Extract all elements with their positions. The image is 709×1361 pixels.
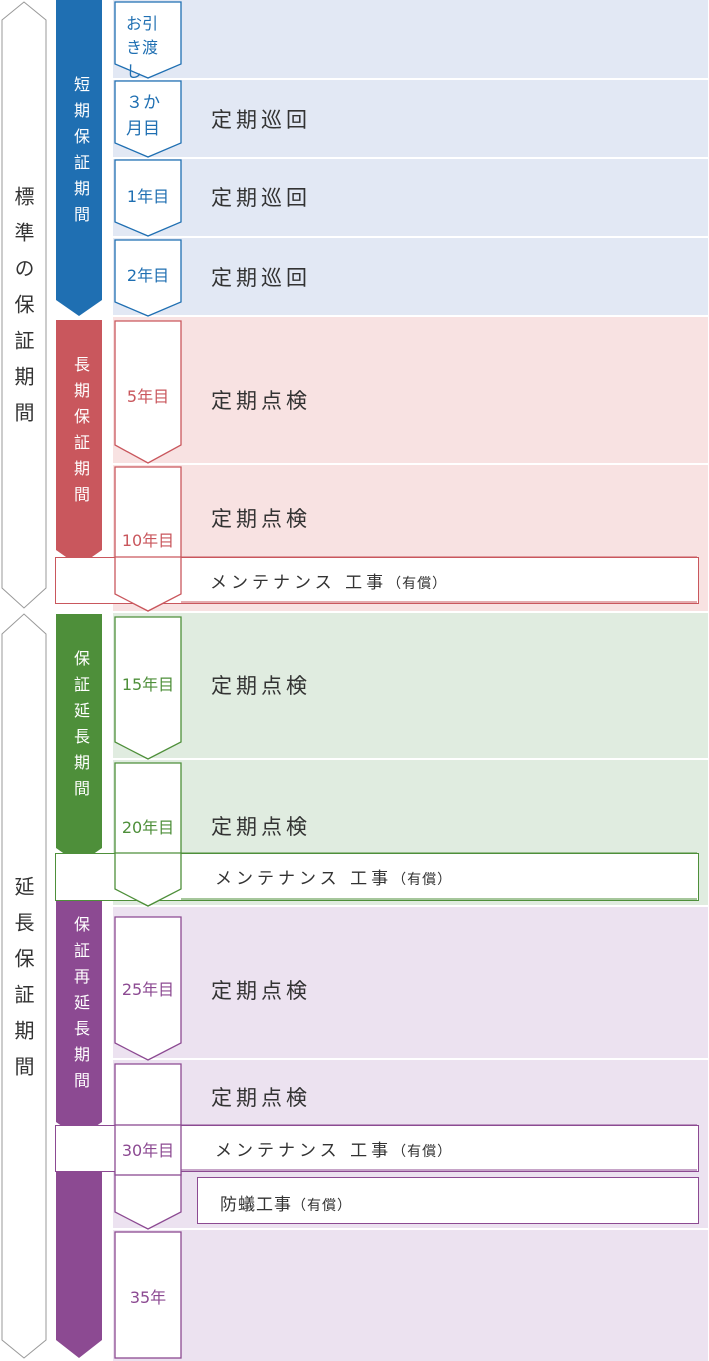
milestone-marker xyxy=(114,239,182,317)
continuation-arrow xyxy=(56,1172,102,1358)
maintenance-text: メンテナンス 工事 xyxy=(215,1141,393,1161)
milestone-1-year: 1年目 xyxy=(126,187,170,206)
maintenance-label-30: メンテナンス 工事（有償） xyxy=(215,1136,452,1161)
row-divider xyxy=(113,1058,708,1060)
termite-box-30 xyxy=(197,1177,699,1224)
paid-note: （有償） xyxy=(392,1144,453,1160)
row-divider xyxy=(113,905,708,907)
paid-note: （有償） xyxy=(292,1198,352,1214)
maintenance-label-20: メンテナンス 工事（有償） xyxy=(215,864,452,889)
milestone-marker xyxy=(114,1,182,79)
re-extension-period-arrow xyxy=(56,900,102,1138)
task-inspection-5y: 定期点検 xyxy=(211,389,311,413)
milestone-5-year: 5年目 xyxy=(126,387,170,406)
milestone-handover: お引き渡し xyxy=(126,14,159,81)
milestone-overlay-10 xyxy=(114,556,182,612)
row-divider xyxy=(113,463,708,465)
paid-note: （有償） xyxy=(392,872,453,888)
task-patrol-3m: 定期巡回 xyxy=(211,108,311,132)
extended-period-bracket xyxy=(1,613,47,1359)
paid-note: （有償） xyxy=(387,576,448,592)
row-divider xyxy=(113,758,708,760)
milestone-marker xyxy=(114,159,182,237)
milestone-overlay-30 xyxy=(114,1124,182,1176)
milestone-3-months: ３か月目 xyxy=(126,93,160,139)
task-patrol-1y: 定期巡回 xyxy=(211,186,311,210)
task-patrol-2y: 定期巡回 xyxy=(211,266,311,290)
maintenance-text: メンテナンス 工事 xyxy=(215,869,393,889)
long-period-label: 長期保証期間 xyxy=(71,356,90,512)
re-extension-period-label: 保証再延長期間 xyxy=(71,916,90,1098)
milestone-2-year: 2年目 xyxy=(126,266,170,285)
termite-label-30: 防蟻工事（有償） xyxy=(220,1190,352,1215)
row-divider xyxy=(113,78,708,80)
milestone-marker xyxy=(114,916,182,1061)
milestone-30-year: 30年目 xyxy=(121,1141,175,1160)
milestone-marker xyxy=(114,1231,182,1359)
standard-period-bracket xyxy=(1,1,47,609)
row-divider xyxy=(113,611,708,613)
row-divider xyxy=(113,157,708,159)
milestone-marker xyxy=(114,80,182,158)
long-period-arrow xyxy=(56,320,102,566)
task-inspection-10y: 定期点検 xyxy=(211,507,311,531)
milestone-marker xyxy=(114,616,182,760)
maintenance-label-10: メンテナンス 工事（有償） xyxy=(210,568,447,593)
short-period-label: 短期保証期間 xyxy=(71,76,90,232)
extended-period-label: 延長保証期間 xyxy=(11,876,35,1092)
task-inspection-30y: 定期点検 xyxy=(211,1086,311,1110)
extension-period-label: 保証延長期間 xyxy=(71,650,90,806)
milestone-25-year: 25年目 xyxy=(121,980,175,999)
milestone-10-year: 10年目 xyxy=(121,531,175,550)
task-inspection-20y: 定期点検 xyxy=(211,815,311,839)
milestone-15-year: 15年目 xyxy=(121,675,175,694)
row-divider xyxy=(113,236,708,238)
termite-text: 防蟻工事 xyxy=(220,1195,292,1215)
extension-period-arrow xyxy=(56,614,102,864)
standard-period-label: 標準の保証期間 xyxy=(11,186,35,438)
milestone-marker xyxy=(114,320,182,464)
milestone-35-year: 35年 xyxy=(129,1288,167,1307)
row-divider xyxy=(113,1228,708,1230)
short-period-arrow xyxy=(56,0,102,316)
task-inspection-15y: 定期点検 xyxy=(211,674,311,698)
task-inspection-25y: 定期点検 xyxy=(211,979,311,1003)
milestone-overlay-20 xyxy=(114,852,182,907)
maintenance-text: メンテナンス 工事 xyxy=(210,573,388,593)
milestone-20-year: 20年目 xyxy=(121,818,175,837)
row-divider xyxy=(113,315,708,317)
